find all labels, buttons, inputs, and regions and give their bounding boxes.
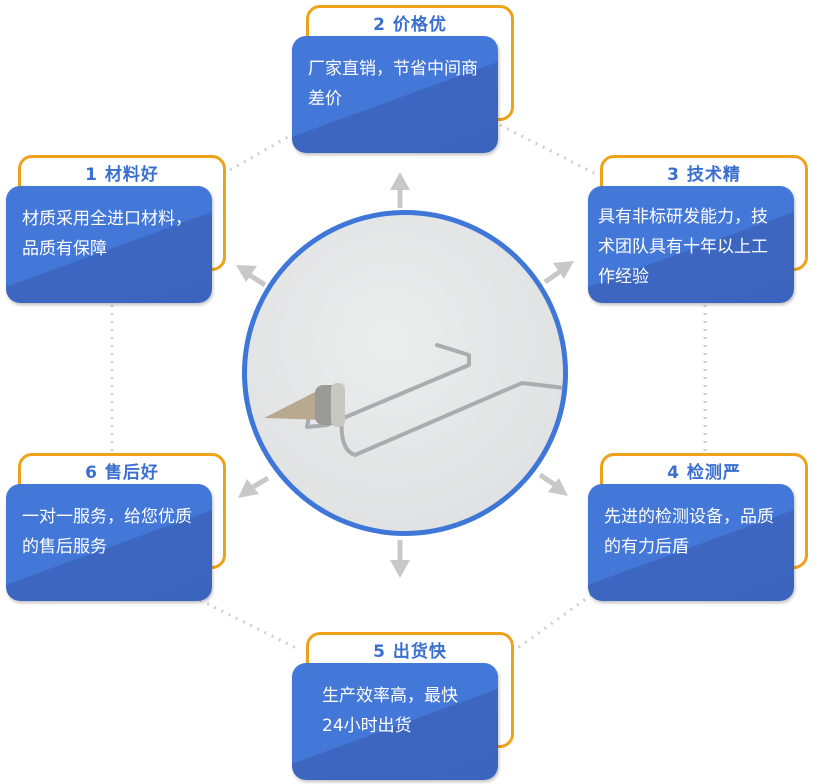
product-photo: [242, 210, 568, 536]
feature-card-3: 具有非标研发能力，技术团队具有十年以上工作经验: [588, 186, 794, 303]
feature-card-1: 材质采用全进口材料，品质有保障: [6, 186, 212, 303]
dotted-line: [199, 598, 301, 652]
feature-card-6: 一对一服务，给您优质的售后服务: [6, 484, 212, 601]
dotted-line: [514, 588, 599, 652]
feature-card-2: 厂家直销，节省中间商差价: [292, 36, 498, 153]
feature-title: 1 材料好: [85, 165, 159, 185]
feature-title: 5 出货快: [373, 642, 447, 662]
feature-card-4: 先进的检测设备，品质的有力后盾: [588, 484, 794, 601]
feature-card-5: 生产效率高，最快24小时出货: [292, 663, 498, 780]
feature-title: 4 检测严: [667, 463, 741, 483]
feature-title: 2 价格优: [373, 15, 447, 35]
dotted-line: [499, 123, 599, 177]
feature-title: 3 技术精: [667, 165, 741, 185]
pin-hook-image: [264, 343, 563, 457]
dotted-line: [229, 128, 301, 172]
feature-title: 6 售后好: [85, 463, 159, 483]
